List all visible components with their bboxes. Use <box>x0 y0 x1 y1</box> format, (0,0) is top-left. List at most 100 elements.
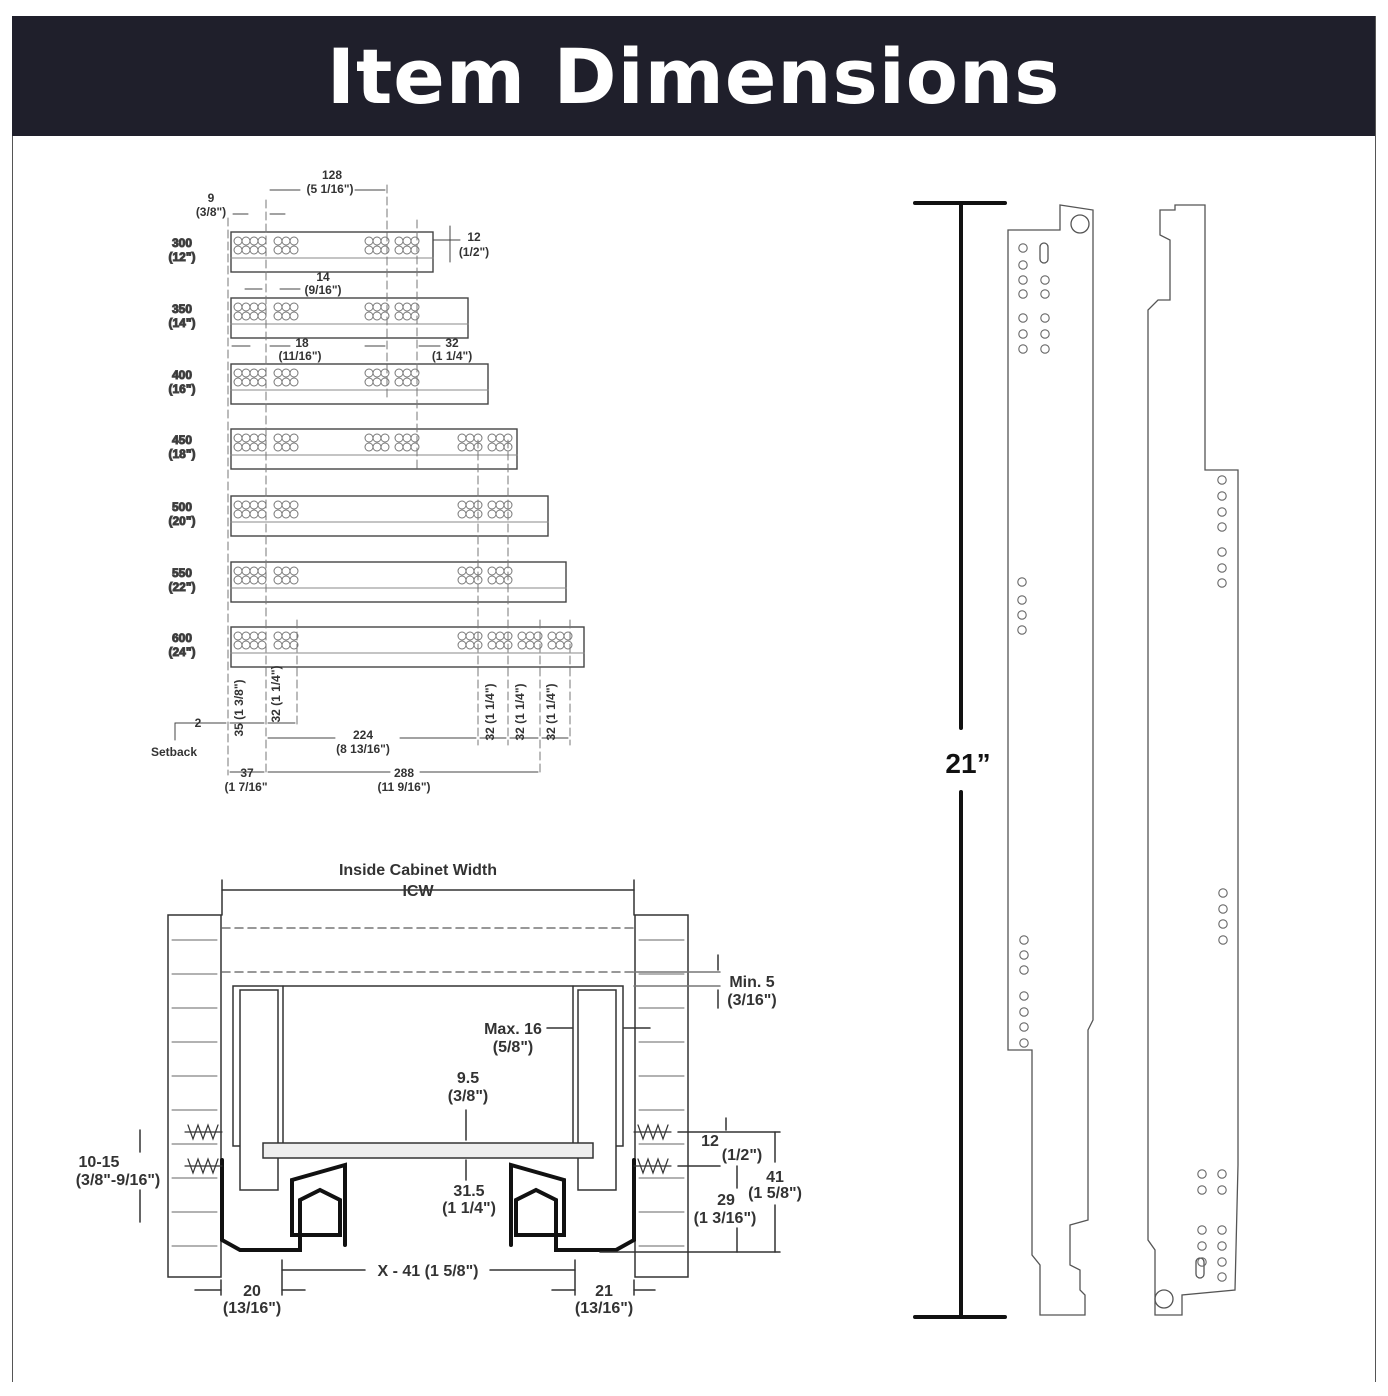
hole <box>465 575 475 585</box>
hole <box>372 236 382 246</box>
cabinet-dimension-labels: Inside Cabinet Width ICW Min. 5 (3/16") … <box>76 862 802 1317</box>
row-length-mm: 450 <box>172 433 192 447</box>
row-length-mm: 600 <box>172 631 192 645</box>
dim-18: 18 <box>295 336 309 350</box>
row-length-mm: 500 <box>172 500 192 514</box>
dim-12b: 12 <box>701 1133 719 1150</box>
hole <box>495 640 505 650</box>
hole <box>289 236 299 246</box>
hole <box>289 311 299 321</box>
hole <box>487 631 497 641</box>
hole <box>289 509 299 519</box>
hole <box>410 377 420 387</box>
hole <box>289 575 299 585</box>
hole <box>410 368 420 378</box>
rail-outline <box>230 495 549 537</box>
hole <box>525 640 535 650</box>
row-length-in: (24") <box>168 645 195 659</box>
rail-outline <box>230 297 469 339</box>
hole <box>257 640 267 650</box>
dim-128: 128 <box>322 168 342 182</box>
rail-outline <box>230 561 567 603</box>
hole <box>249 433 259 443</box>
hole <box>233 302 243 312</box>
dim-32-v4: 32 (1 1/4") <box>544 683 558 740</box>
rail-row-450: 450(18") <box>168 428 518 470</box>
dim-224-in: (8 13/16") <box>336 742 390 756</box>
rail-hole <box>1217 1272 1227 1282</box>
dim-32-in: (1 1/4") <box>432 349 472 363</box>
hole <box>457 442 467 452</box>
rail-hole <box>1197 1257 1207 1267</box>
hole <box>281 509 291 519</box>
dim-12b-in: (1/2") <box>722 1147 762 1164</box>
rail-hole <box>1019 950 1029 960</box>
rail-hole <box>1019 991 1029 1001</box>
hole <box>487 640 497 650</box>
dim-20-in: (13/16") <box>223 1300 281 1317</box>
hole <box>241 377 251 387</box>
hole <box>281 500 291 510</box>
hole <box>249 442 259 452</box>
hole <box>281 236 291 246</box>
min5: Min. 5 <box>729 974 774 991</box>
row-length-in: (12") <box>168 250 195 264</box>
hole <box>547 640 557 650</box>
rail-hole <box>1019 935 1029 945</box>
hole <box>249 236 259 246</box>
hole <box>364 433 374 443</box>
dim-32-v2: 32 (1 1/4") <box>483 683 497 740</box>
hole <box>563 631 573 641</box>
dim-35: 35 (1 3/8") <box>232 679 246 736</box>
title-banner: Item Dimensions <box>12 16 1375 136</box>
rail-hole <box>1019 1022 1029 1032</box>
rail-length-chart: 300(12")350(14")400(16")450(18")500(20")… <box>168 231 585 668</box>
cabinet-section <box>139 879 781 1296</box>
hole <box>281 368 291 378</box>
rail-hole <box>1018 275 1028 285</box>
hole <box>233 442 243 452</box>
hole <box>495 433 505 443</box>
page-title: Item Dimensions <box>326 31 1061 121</box>
hole <box>249 302 259 312</box>
hole <box>233 500 243 510</box>
hole <box>241 500 251 510</box>
hole <box>465 433 475 443</box>
dim-29: 29 <box>717 1192 735 1209</box>
hole <box>380 433 390 443</box>
setback-label: Setback <box>151 745 197 759</box>
rail-hole <box>1217 1241 1227 1251</box>
hole <box>289 377 299 387</box>
dim-14-in: (9/16") <box>304 283 341 297</box>
hole <box>495 631 505 641</box>
hole <box>495 500 505 510</box>
hole <box>257 631 267 641</box>
hole <box>402 433 412 443</box>
hole <box>273 640 283 650</box>
guide-lines <box>227 184 571 776</box>
hole <box>249 245 259 255</box>
dim-41-in: (1 5/8") <box>748 1185 802 1202</box>
hole <box>233 377 243 387</box>
hole <box>380 442 390 452</box>
hole <box>241 236 251 246</box>
hole <box>465 509 475 519</box>
hole <box>402 245 412 255</box>
dim-288: 288 <box>394 766 414 780</box>
rail-hole <box>1218 904 1228 914</box>
dim-21-in: (13/16") <box>575 1300 633 1317</box>
hole <box>372 302 382 312</box>
row-length-in: (22") <box>168 580 195 594</box>
hole <box>257 302 267 312</box>
max16-in: (5/8") <box>493 1039 533 1056</box>
hole <box>487 575 497 585</box>
row-length-mm: 350 <box>172 302 192 316</box>
dim-41: 41 <box>766 1169 784 1186</box>
hole <box>281 631 291 641</box>
hole <box>273 368 283 378</box>
hole <box>249 575 259 585</box>
hole <box>394 433 404 443</box>
hole <box>364 368 374 378</box>
hole <box>517 640 527 650</box>
hole <box>487 433 497 443</box>
